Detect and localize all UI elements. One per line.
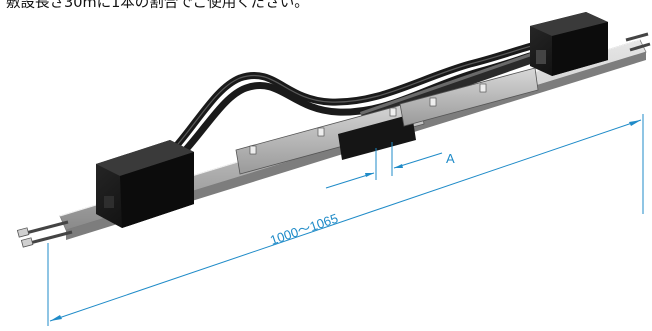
wire-terminal-icon: [625, 32, 651, 52]
slide-plate-left: [235, 99, 425, 175]
slide-plate-center: [338, 114, 416, 160]
gap-dimension: [325, 142, 443, 189]
left-housing: [96, 140, 194, 228]
wire-terminal-icon: [16, 220, 73, 248]
overall-length-label: 1000～1065: [268, 211, 340, 248]
slide-plate-right: [399, 67, 539, 127]
gap-label: A: [446, 151, 455, 166]
right-housing: [530, 12, 608, 76]
usage-note: 敷設長さ30mに1本の割合でご使用ください。: [6, 0, 309, 11]
overall-dimension: [47, 114, 644, 326]
